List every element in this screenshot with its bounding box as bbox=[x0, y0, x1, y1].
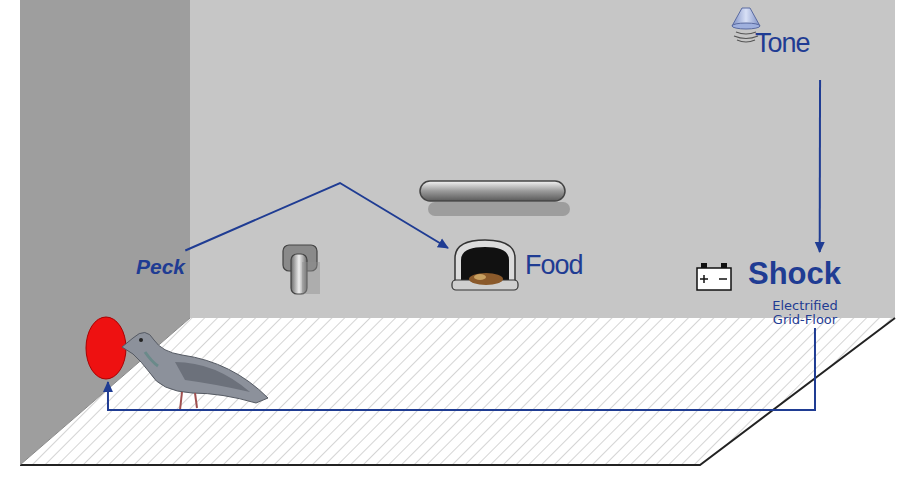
pigeon bbox=[122, 332, 268, 410]
food-hopper bbox=[452, 240, 518, 290]
response-lever bbox=[283, 245, 320, 294]
house-light bbox=[420, 181, 565, 201]
bar-shadow bbox=[428, 202, 570, 216]
tone-shock-arrow bbox=[819, 80, 821, 252]
grid-floor-label: Electrified Grid-Floor bbox=[757, 299, 853, 327]
tone-node: Tone bbox=[720, 8, 870, 80]
food-node: Food bbox=[448, 240, 603, 290]
food-label: Food bbox=[525, 252, 583, 279]
battery-symbol bbox=[697, 263, 731, 290]
grid-floor bbox=[20, 318, 895, 465]
floor-seam bbox=[20, 318, 190, 465]
peck-label: Peck bbox=[136, 256, 185, 277]
shock-node: ShockElectrified Grid-Floor bbox=[695, 252, 910, 328]
back-wall bbox=[190, 0, 895, 318]
shock-key-arrow bbox=[108, 328, 815, 410]
floor-edge bbox=[20, 318, 895, 465]
tone-label: Tone bbox=[755, 30, 810, 57]
peck-node: Peck bbox=[80, 245, 210, 382]
shock-label: Shock bbox=[748, 258, 841, 289]
response-key bbox=[86, 317, 126, 379]
peck-food-arrow bbox=[185, 183, 448, 250]
